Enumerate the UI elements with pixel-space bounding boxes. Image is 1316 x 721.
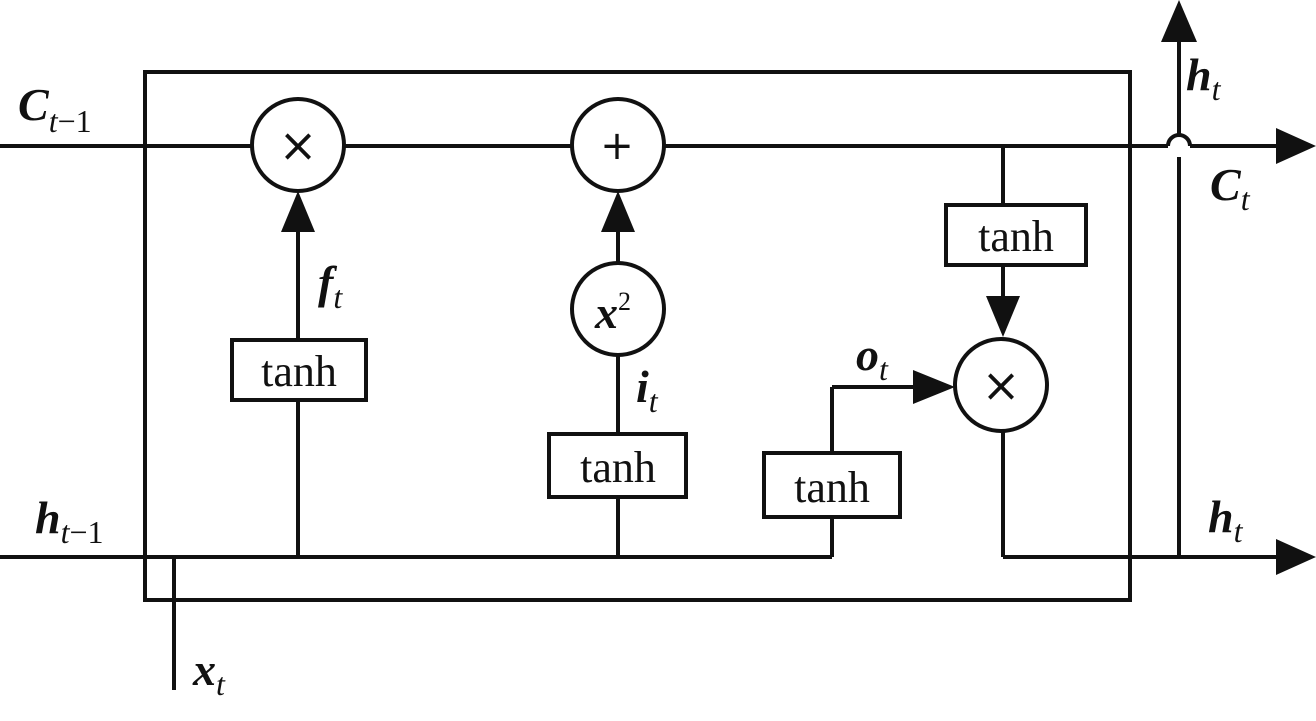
input-tanh-box bbox=[547, 432, 688, 499]
forget-gate-path bbox=[281, 191, 315, 557]
output-gate-tanh-label: tanh bbox=[794, 463, 870, 512]
hidden-state-line bbox=[0, 539, 1316, 575]
cell-state-line bbox=[0, 128, 1316, 164]
c-prev-label: Ct−1 bbox=[18, 79, 92, 139]
add-node bbox=[570, 97, 666, 193]
c-t-arrowhead bbox=[1276, 128, 1316, 164]
x-t-label: xt bbox=[192, 644, 226, 702]
cell-output-tanh-label: tanh bbox=[978, 212, 1054, 261]
output-gate-arrowhead bbox=[913, 370, 955, 404]
output-gate-tanh-box bbox=[762, 451, 902, 519]
h-t-top-arrowhead bbox=[1161, 0, 1197, 42]
add-symbol: + bbox=[600, 123, 634, 169]
h-t-right-arrowhead bbox=[1276, 539, 1316, 575]
forget-arrowhead bbox=[281, 191, 315, 232]
input-tanh-label: tanh bbox=[580, 443, 656, 492]
forget-tanh-label: tanh bbox=[261, 347, 337, 396]
cell-output-arrowhead bbox=[986, 296, 1020, 337]
square-label: x2 bbox=[594, 287, 631, 338]
output-gate-path bbox=[830, 370, 955, 557]
input-gate-path bbox=[601, 191, 635, 557]
forget-tanh-box bbox=[230, 338, 368, 402]
forget-multiply-node bbox=[250, 97, 346, 193]
input-arrowhead bbox=[601, 191, 635, 232]
h-t-top-branch bbox=[1161, 0, 1197, 557]
cell-output-tanh-box bbox=[944, 203, 1088, 267]
cell-output-path bbox=[986, 146, 1020, 337]
square-node bbox=[570, 261, 666, 357]
forget-multiply-symbol: × bbox=[279, 118, 318, 172]
c-t-label: Ct bbox=[1210, 159, 1251, 217]
f-t-label: ft bbox=[318, 257, 343, 315]
output-multiply-node bbox=[953, 337, 1049, 433]
output-multiply-symbol: × bbox=[982, 358, 1021, 412]
h-t-top-label: ht bbox=[1186, 49, 1222, 107]
cell-boundary bbox=[143, 70, 1132, 602]
o-t-label: ot bbox=[856, 329, 889, 387]
i-t-label: it bbox=[636, 361, 659, 419]
h-t-right-label: ht bbox=[1208, 491, 1244, 549]
h-prev-label: ht−1 bbox=[35, 492, 104, 550]
